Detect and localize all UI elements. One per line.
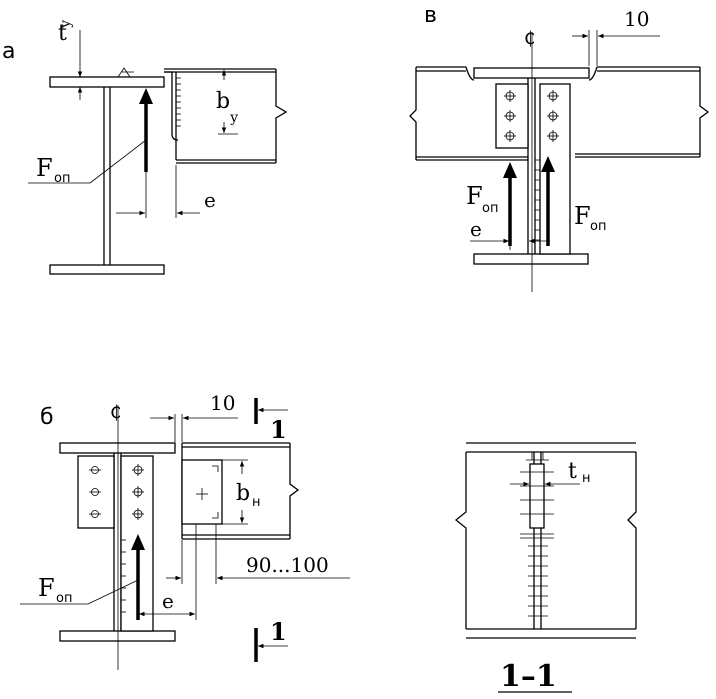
panel-v-centerline-icon: ₵ bbox=[524, 28, 535, 49]
panel-b-bn-sub: н bbox=[252, 495, 261, 510]
section-tn-sub: н bbox=[582, 471, 591, 486]
panel-v-letter: в bbox=[424, 3, 437, 28]
panel-b-centerline-icon: ₵ bbox=[110, 402, 121, 423]
panel-b-bolt-holes bbox=[196, 465, 219, 519]
panel-v-weld-ticks bbox=[535, 159, 540, 241]
panel-b-section-label-bottom: 1 bbox=[270, 617, 287, 646]
panel-b-bn-label: b bbox=[236, 481, 250, 506]
panel-a-ty-sub: у bbox=[58, 19, 74, 28]
section-end-plate bbox=[529, 463, 545, 529]
panel-v-dim10: 10 bbox=[624, 7, 649, 31]
panel-b-bolts-right bbox=[132, 464, 144, 520]
panel-b-letter: б bbox=[40, 405, 54, 430]
panel-b-bottom-flange bbox=[59, 630, 176, 642]
section-weld-ticks bbox=[528, 545, 548, 617]
panel-a-weld-ticks bbox=[176, 77, 181, 127]
panel-v-bottom-flange bbox=[473, 253, 589, 265]
panel-a-by-sub: у bbox=[230, 110, 239, 126]
panel-v-force-right-label: F bbox=[574, 202, 591, 230]
section-caption: 1–1 bbox=[500, 659, 557, 694]
panel-v-force-left-label: F bbox=[466, 182, 483, 210]
panel-b-e-label: e bbox=[162, 589, 174, 613]
panel-a-top-flange bbox=[49, 76, 165, 88]
panel-b-force-label: F bbox=[38, 574, 55, 602]
panel-v-bolts-right bbox=[547, 90, 559, 142]
panel-v-bolts-left bbox=[504, 90, 516, 142]
panel-a: а t у bbox=[2, 19, 288, 275]
panel-b-weld-ticks bbox=[121, 539, 126, 613]
panel-v-force-left-sub: оп bbox=[482, 201, 498, 216]
panel-b: б ₵ bbox=[20, 391, 350, 670]
panel-a-break-line bbox=[275, 69, 288, 163]
panel-v: в ₵ bbox=[409, 3, 710, 292]
section-tn-label: t bbox=[568, 459, 577, 484]
panel-a-letter: а bbox=[2, 39, 15, 64]
panel-a-bottom-flange bbox=[49, 264, 165, 275]
panel-b-dim10: 10 bbox=[210, 391, 235, 415]
panel-v-e-label: e bbox=[470, 217, 482, 241]
panel-a-force-label: F bbox=[36, 154, 53, 182]
panel-a-ty-label: t bbox=[58, 21, 67, 46]
section-1-1: t н 1–1 bbox=[454, 442, 637, 694]
panel-b-section-label-top: 1 bbox=[270, 415, 287, 444]
panel-v-top-flange bbox=[473, 67, 590, 79]
panel-a-e-label: e bbox=[204, 188, 216, 212]
panel-b-dim-range: 90...100 bbox=[246, 553, 329, 577]
panel-v-force-right-sub: оп bbox=[590, 219, 606, 234]
panel-b-top-flange bbox=[59, 442, 176, 454]
panel-a-by-label: b bbox=[216, 89, 230, 114]
panel-a-force-sub: оп bbox=[54, 171, 70, 186]
panel-b-bolts-left bbox=[89, 466, 101, 518]
panel-a-end-plate bbox=[164, 71, 179, 141]
panel-b-force-sub: оп bbox=[56, 591, 72, 606]
